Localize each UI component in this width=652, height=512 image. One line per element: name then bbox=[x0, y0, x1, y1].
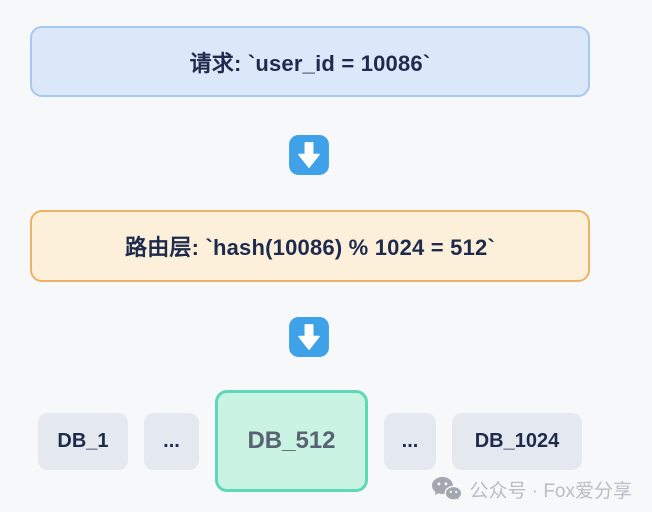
down-arrow-icon bbox=[288, 316, 330, 358]
wechat-icon bbox=[432, 477, 463, 503]
watermark-text: 公众号 · Fox爱分享 bbox=[469, 481, 632, 502]
db-node-label: DB_1024 bbox=[474, 429, 560, 452]
db-node-label: DB_1 bbox=[57, 429, 109, 452]
db-node-1024: DB_1024 bbox=[452, 412, 582, 470]
db-ellipsis: ... bbox=[384, 412, 436, 470]
watermark: 公众号 · Fox爱分享 bbox=[431, 476, 632, 503]
routing-layer-label: 路由层: `hash(10086) % 1024 = 512` bbox=[125, 235, 495, 260]
request-box: 请求: `user_id = 10086` bbox=[30, 26, 590, 97]
db-node-1: DB_1 bbox=[38, 412, 128, 470]
down-arrow-icon bbox=[288, 134, 330, 176]
db-node-512-selected: DB_512 bbox=[215, 390, 368, 492]
database-row: DB_1 ... DB_512 ... DB_1024 bbox=[30, 390, 590, 492]
routing-layer-box: 路由层: `hash(10086) % 1024 = 512` bbox=[30, 210, 590, 282]
db-ellipsis-label: ... bbox=[401, 429, 419, 452]
db-ellipsis: ... bbox=[144, 412, 199, 470]
request-box-label: 请求: `user_id = 10086` bbox=[189, 50, 431, 76]
db-ellipsis-label: ... bbox=[163, 429, 180, 452]
db-node-label: DB_512 bbox=[247, 427, 336, 454]
